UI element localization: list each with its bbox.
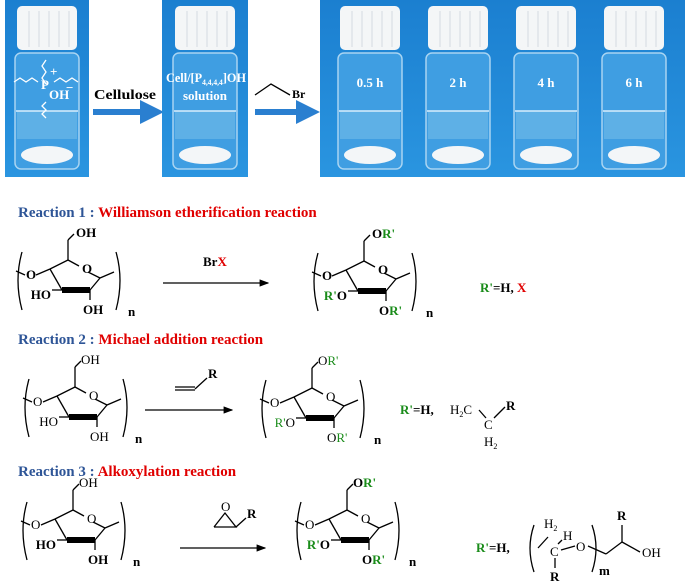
svg-text:n: n <box>135 431 143 446</box>
svg-text:O: O <box>576 539 585 554</box>
svg-text:R: R <box>617 508 627 523</box>
svg-text:R: R <box>550 569 560 584</box>
svg-text:O: O <box>89 388 98 403</box>
svg-text:H2: H2 <box>544 516 557 533</box>
time-label-3: 6 h <box>626 75 644 90</box>
svg-text:OR': OR' <box>353 475 376 490</box>
solution-label: Cell/[P4,4,4,4]OH <box>166 70 246 87</box>
bromide-label: Br <box>292 87 306 101</box>
time-label-0: 0.5 h <box>357 75 385 90</box>
svg-text:OH: OH <box>81 352 100 367</box>
solution-label-line2: solution <box>183 88 228 103</box>
svg-text:HO: HO <box>31 287 51 302</box>
svg-text:C: C <box>550 544 559 559</box>
svg-text:R: R <box>506 398 516 413</box>
svg-text:O: O <box>270 395 279 410</box>
svg-text:O: O <box>33 394 42 409</box>
time-label-2: 4 h <box>538 75 556 90</box>
svg-text:H2: H2 <box>484 434 497 451</box>
photo-ionic-liquid: P + OH − <box>5 0 89 177</box>
svg-text:HO: HO <box>39 414 58 429</box>
reaction-3-reactant: OH O O HO OH n <box>20 475 141 569</box>
reaction-2-product: OR' O O R'O OR' n <box>259 353 382 447</box>
cellulose-label: Cellulose <box>94 88 156 103</box>
tetrabutylphosphonium-structure <box>13 59 79 119</box>
reaction-1-definition: R'=H, X <box>480 280 527 295</box>
reaction-2-heading: Reaction 2 : Michael addition reaction <box>18 332 264 348</box>
reaction-1-heading: Reaction 1 : Williamson etherification r… <box>18 205 317 221</box>
svg-text:O: O <box>322 268 332 283</box>
reaction-3-heading: Reaction 3 : Alkoxylation reaction <box>18 464 237 480</box>
hydroxide-label: OH <box>49 87 69 102</box>
svg-text:OH: OH <box>79 475 98 490</box>
svg-text:R: R <box>208 366 218 381</box>
svg-text:n: n <box>374 432 382 447</box>
epoxide-reagent: O R <box>213 499 257 528</box>
svg-text:OR': OR' <box>379 303 402 318</box>
reaction-2-definition: R'=H, <box>400 402 434 417</box>
acrylate-reagent: R <box>175 366 218 391</box>
svg-text:R'O: R'O <box>324 288 347 303</box>
ethyl-group <box>254 83 291 96</box>
svg-text:OH: OH <box>88 552 108 567</box>
reaction-3-substituent-structure: H2 C H R O m R OH <box>529 508 661 584</box>
svg-text:OR': OR' <box>318 353 338 368</box>
svg-text:OH: OH <box>76 225 96 240</box>
svg-text:OR': OR' <box>327 430 347 445</box>
svg-text:m: m <box>599 563 610 578</box>
svg-text:n: n <box>426 305 434 320</box>
svg-text:n: n <box>409 554 417 569</box>
reaction-1-reactant: OH O O HO OH n <box>15 225 136 319</box>
time-label-1: 2 h <box>450 75 468 90</box>
svg-text:O: O <box>31 517 40 532</box>
svg-text:OH: OH <box>642 545 661 560</box>
minus-charge: − <box>66 80 73 95</box>
photo-cellulose-solution: Cell/[P4,4,4,4]OH solution <box>162 0 248 177</box>
svg-text:OH: OH <box>90 429 109 444</box>
plus-charge: + <box>50 64 57 79</box>
reaction-1-reagent: BrX <box>203 254 227 269</box>
svg-text:O: O <box>82 261 92 276</box>
svg-text:O: O <box>305 517 314 532</box>
svg-text:H2C: H2C <box>450 402 472 419</box>
reaction-1-product: OR' O O R'O OR' n <box>311 226 434 320</box>
reaction-2-substituent-structure: H2C C H2 R <box>450 398 516 451</box>
svg-text:OH: OH <box>83 302 103 317</box>
svg-text:OR': OR' <box>362 552 385 567</box>
svg-text:H: H <box>563 528 572 543</box>
svg-text:O: O <box>326 389 335 404</box>
reaction-3-product: OR' O O R'O OR' n <box>294 475 417 569</box>
photo-time-series: 0.5 h 2 h 4 h 6 h <box>320 0 685 177</box>
svg-text:R'O: R'O <box>307 537 330 552</box>
phosphorus-label: P <box>41 77 49 92</box>
svg-text:O: O <box>361 511 370 526</box>
svg-text:O: O <box>26 267 36 282</box>
reaction-3-definition: R'=H, <box>476 540 510 555</box>
svg-text:R'O: R'O <box>275 415 295 430</box>
svg-text:C: C <box>484 417 493 432</box>
svg-text:HO: HO <box>36 537 56 552</box>
svg-text:R: R <box>247 506 257 521</box>
reaction-2-reactant: OH O O HO OH n <box>22 352 143 446</box>
svg-text:O: O <box>378 262 388 277</box>
svg-text:OR': OR' <box>372 226 395 241</box>
svg-text:n: n <box>128 304 136 319</box>
svg-text:O: O <box>87 511 96 526</box>
svg-text:O: O <box>221 499 230 514</box>
svg-text:n: n <box>133 554 141 569</box>
